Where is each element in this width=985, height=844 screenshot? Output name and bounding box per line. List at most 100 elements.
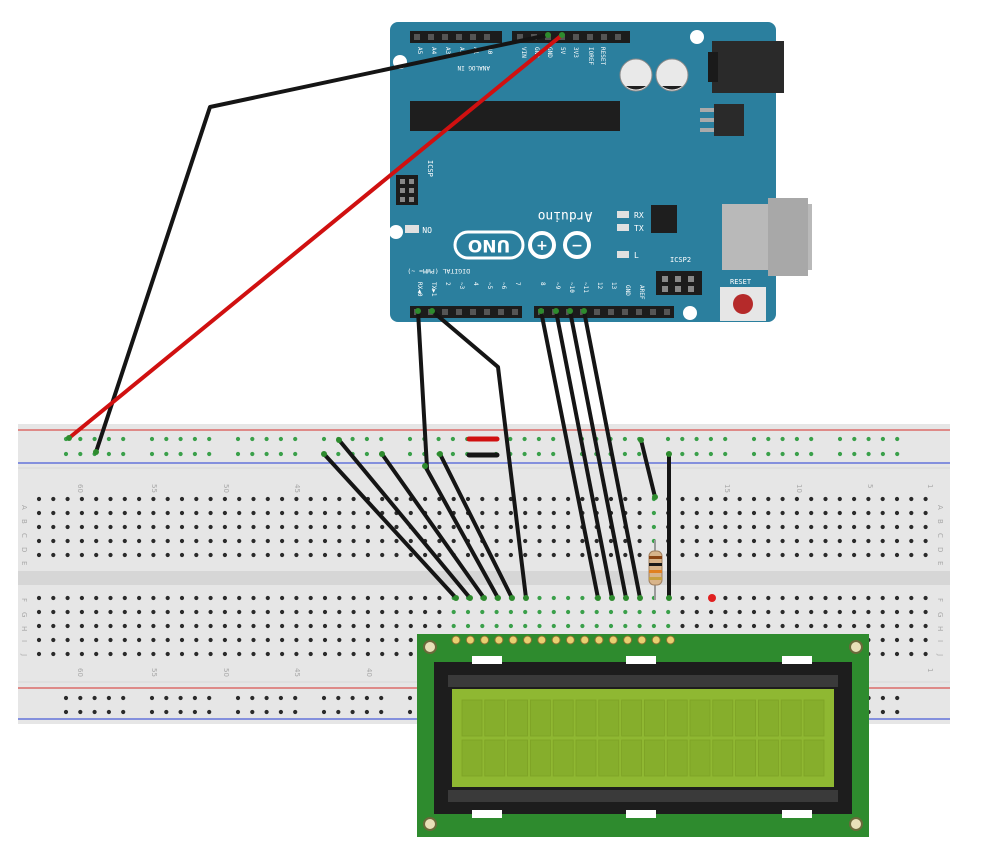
breadboard-hole <box>63 709 69 715</box>
capacitor <box>619 58 653 92</box>
aref-pin-label: AREF <box>638 285 645 300</box>
breadboard-hole <box>79 538 84 544</box>
breadboard-hole <box>380 623 385 629</box>
breadboard-hole <box>537 538 542 544</box>
top-header-pins <box>414 34 621 40</box>
breadboard-hole <box>408 609 413 615</box>
breadboard-hole <box>622 451 628 457</box>
breadboard-hole <box>165 637 170 643</box>
breadboard-hole <box>222 552 227 558</box>
breadboard-hole <box>537 609 542 615</box>
breadboard-hole <box>351 496 356 502</box>
row-letter-d-right: D <box>936 547 944 552</box>
breadboard-hole <box>852 538 857 544</box>
breadboard-hole <box>251 538 256 544</box>
breadboard-hole <box>106 709 111 715</box>
lcd-16x2 <box>417 634 869 837</box>
breadboard-hole <box>365 538 370 544</box>
breadboard-hole <box>407 695 413 701</box>
breadboard-hole <box>909 524 914 530</box>
breadboard-hole <box>237 651 242 657</box>
breadboard-hole <box>809 595 814 601</box>
breadboard-hole <box>895 436 900 442</box>
breadboard-hole <box>280 637 285 643</box>
breadboard-hole <box>437 609 442 615</box>
header-pin <box>608 309 614 315</box>
lcd-wire <box>322 452 458 600</box>
breadboard-hole <box>866 436 871 442</box>
breadboard-hole <box>94 524 99 530</box>
breadboard-hole <box>823 552 828 558</box>
breadboard-hole <box>94 538 99 544</box>
d1-wire <box>430 309 528 600</box>
breadboard-hole <box>265 595 270 601</box>
breadboard-hole <box>365 595 370 601</box>
breadboard-hole <box>264 451 269 457</box>
breadboard-hole <box>680 609 685 615</box>
breadboard-hole <box>408 510 413 516</box>
breadboard-hole <box>179 510 185 516</box>
wire-endpoint <box>415 308 421 314</box>
lcd-char-cell <box>735 699 756 737</box>
lcd-char-cell <box>666 699 688 737</box>
header-pin <box>664 309 670 315</box>
breadboard-hole <box>909 609 914 615</box>
row-letter-j-right: J <box>936 653 944 656</box>
breadboard-hole <box>79 651 84 657</box>
breadboard-hole <box>337 510 342 516</box>
breadboard-hole <box>294 538 299 544</box>
breadboard-hole <box>351 552 356 558</box>
breadboard-hole <box>192 695 197 701</box>
gnd-wire <box>94 33 550 454</box>
lcd-char-cell <box>461 699 483 737</box>
breadboard-hole <box>780 436 785 442</box>
breadboard-hole <box>880 637 885 643</box>
breadboard-hole <box>337 496 342 502</box>
breadboard-hole <box>178 451 183 457</box>
breadboard-hole <box>523 552 528 558</box>
header-pin <box>615 34 621 40</box>
lcd-pin <box>523 635 532 645</box>
header-pin <box>601 34 607 40</box>
digital-pin-label: 13 <box>610 282 617 290</box>
breadboard-hole <box>237 496 242 502</box>
col-num-15: 15 <box>723 484 731 493</box>
breadboard-hole <box>280 623 285 629</box>
breadboard-hole <box>94 510 99 516</box>
breadboard-hole <box>251 609 256 615</box>
breadboard-hole <box>780 595 785 601</box>
breadboard-hole <box>766 595 771 601</box>
breadboard-hole <box>837 552 842 558</box>
breadboard-hole <box>394 637 399 643</box>
breadboard-hole <box>809 451 814 457</box>
breadboard-hole <box>680 436 685 442</box>
breadboard-hole <box>108 510 113 516</box>
breadboard-hole <box>94 637 99 643</box>
breadboard-hole <box>222 524 227 530</box>
breadboard-hole <box>137 510 142 516</box>
wire-endpoint <box>336 437 342 443</box>
breadboard-hole <box>923 510 928 516</box>
breadboard-hole <box>895 709 900 715</box>
breadboard-hole <box>623 623 628 629</box>
breadboard-hole <box>79 552 84 558</box>
header-pin <box>470 34 476 40</box>
breadboard-hole <box>308 496 313 502</box>
breadboard-hole <box>194 623 199 629</box>
breadboard-hole <box>894 496 900 502</box>
breadboard-hole <box>164 451 169 457</box>
reset-button[interactable] <box>733 294 753 314</box>
breadboard-hole <box>278 695 283 701</box>
breadboard-hole <box>337 552 342 558</box>
breadboard-hole <box>65 637 70 643</box>
breadboard-hole <box>823 496 828 502</box>
breadboard-hole <box>809 623 814 629</box>
wire-end-dots <box>66 32 672 601</box>
breadboard-hole <box>151 524 156 530</box>
breadboard-hole <box>451 623 456 629</box>
breadboard-hole <box>880 436 886 442</box>
breadboard-hole <box>122 637 127 643</box>
header-pin <box>622 309 628 315</box>
breadboard-hole <box>164 709 169 715</box>
breadboard-hole <box>794 436 800 442</box>
